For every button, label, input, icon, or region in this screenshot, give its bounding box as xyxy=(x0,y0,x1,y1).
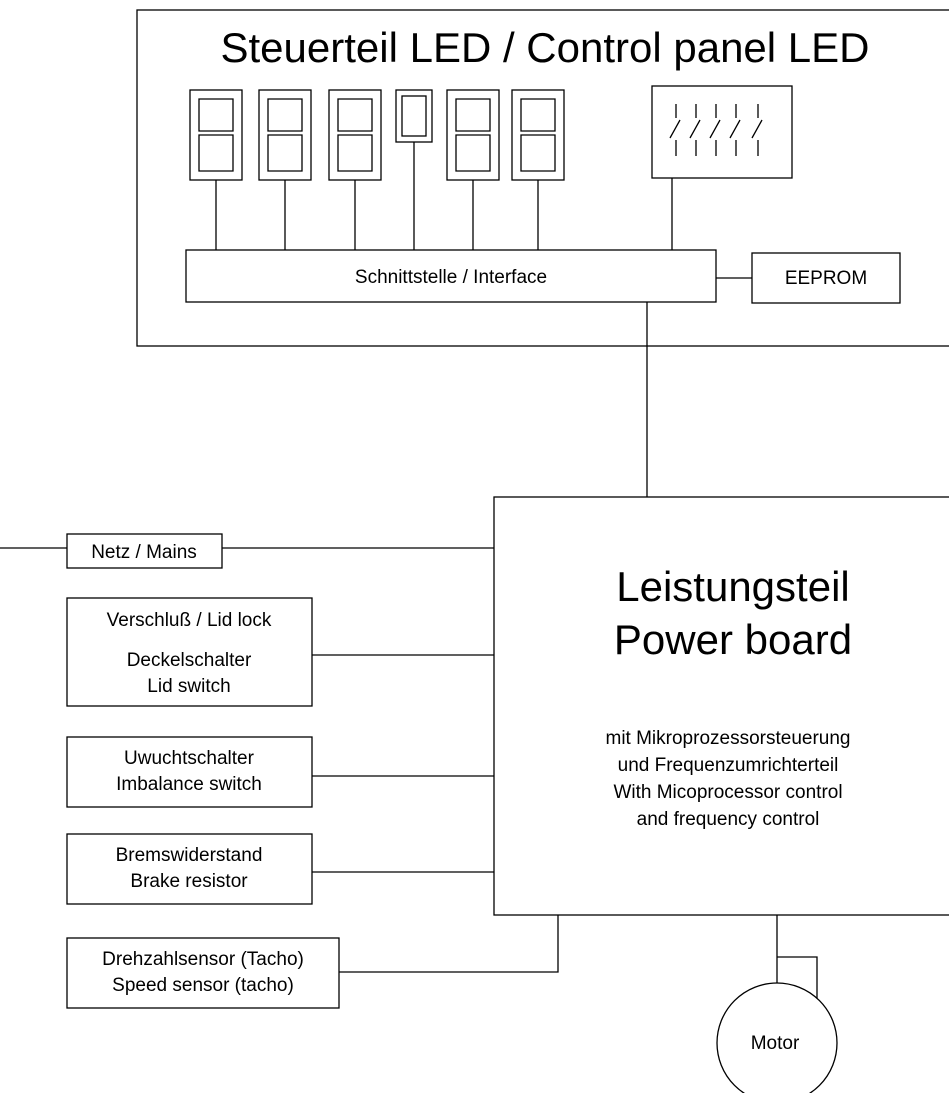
control-panel-title: Steuerteil LED / Control panel LED xyxy=(220,24,869,71)
power-board-desc-2: und Frequenzumrichterteil xyxy=(618,755,839,776)
mains-label: Netz / Mains xyxy=(91,542,197,563)
power-board-desc-3: With Micoprocessor control xyxy=(613,782,842,803)
brake-resistor-box xyxy=(66,833,313,905)
power-board-title-en: Power board xyxy=(614,616,852,663)
lid-lock-label: Verschluß / Lid lock xyxy=(107,610,272,631)
power-board-box xyxy=(493,496,949,916)
interface-box xyxy=(185,249,717,303)
power-board-desc-4: and frequency control xyxy=(637,809,820,830)
speed-label-de: Drehzahlsensor (Tacho) xyxy=(102,949,304,970)
brake-label-en: Brake resistor xyxy=(130,871,248,892)
keypad-switches xyxy=(651,85,793,179)
imbalance-label-en: Imbalance switch xyxy=(116,774,262,795)
display-connectors xyxy=(215,142,673,250)
power-board-title-de: Leistungsteil xyxy=(616,563,849,610)
mains-box xyxy=(66,533,223,569)
single-led-indicator xyxy=(395,89,433,143)
seven-segment-display-4 xyxy=(446,89,500,181)
interface-label: Schnittstelle / Interface xyxy=(355,267,547,288)
seven-segment-display-3 xyxy=(328,89,382,181)
seven-segment-display-5 xyxy=(511,89,565,181)
seven-segment-display-1 xyxy=(189,89,243,181)
speed-label-en: Speed sensor (tacho) xyxy=(112,975,294,996)
lid-lock-box xyxy=(66,597,313,707)
motor-label: Motor xyxy=(751,1033,800,1054)
motor-circle xyxy=(716,982,838,1093)
eeprom-box xyxy=(751,252,901,304)
power-board-desc-1: mit Mikroprozessorsteuerung xyxy=(606,728,851,749)
lid-switch-label-de: Deckelschalter xyxy=(127,650,252,671)
imbalance-label-de: Uwuchtschalter xyxy=(124,748,255,769)
seven-segment-display-2 xyxy=(258,89,312,181)
speed-sensor-box xyxy=(66,937,340,1009)
speed-connector xyxy=(339,915,559,973)
lid-switch-label-en: Lid switch xyxy=(147,676,230,697)
eeprom-label: EEPROM xyxy=(785,268,867,289)
brake-label-de: Bremswiderstand xyxy=(116,845,263,866)
imbalance-switch-box xyxy=(66,736,313,808)
